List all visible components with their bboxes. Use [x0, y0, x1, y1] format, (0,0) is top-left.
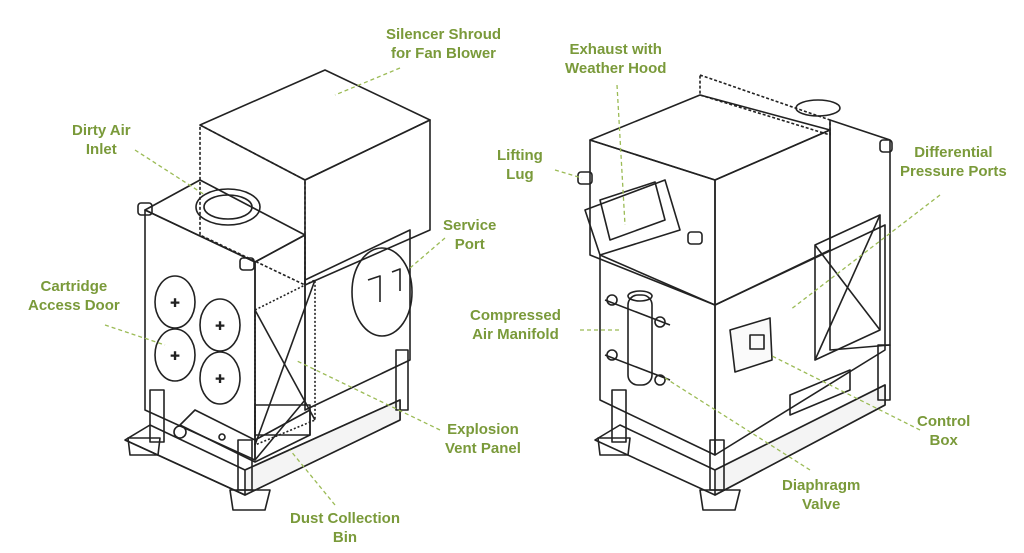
leader-exhaust: [616, 84, 626, 226]
left-side-cabinet: [304, 229, 413, 411]
leader-dirty-air: [134, 149, 206, 196]
label-differential-pressure-ports: Differential Pressure Ports: [900, 144, 1007, 180]
label-service-port: Service Port: [443, 217, 497, 253]
label-dirty-air-inlet: Dirty Air Inlet: [72, 122, 131, 158]
label-cartridge-access-door: Cartridge Access Door: [28, 278, 120, 314]
leader-dust-bin: [289, 449, 336, 506]
label-control-box: Control Box: [917, 413, 971, 449]
label-silencer-shroud: Silencer Shroud for Fan Blower: [386, 26, 502, 62]
label-compressed-air-manifold: Compressed Air Manifold: [470, 307, 561, 343]
svg-text:✚: ✚: [215, 372, 225, 386]
leader-explosion: [294, 359, 441, 431]
svg-text:✚: ✚: [215, 319, 225, 333]
leader-diaphragm: [664, 377, 811, 471]
silencer-shroud: [199, 69, 431, 286]
cartridge-doors: ✚ ✚ ✚ ✚: [154, 275, 241, 405]
label-dust-collection-bin: Dust Collection Bin: [290, 510, 401, 546]
leader-differential: [789, 194, 941, 311]
leader-cartridge: [104, 324, 166, 346]
svg-text:✚: ✚: [170, 349, 180, 363]
leader-silencer: [334, 67, 401, 96]
leader-control-box: [769, 354, 921, 431]
label-explosion-vent-panel: Explosion Vent Panel: [445, 421, 521, 457]
right-base-frame: [594, 384, 886, 511]
control-box-drawing: [729, 317, 773, 373]
svg-text:✚: ✚: [170, 296, 180, 310]
right-back-cabinet: [829, 119, 893, 351]
leader-lifting: [554, 169, 583, 179]
label-diaphragm-valve: Diaphragm Valve: [782, 477, 861, 513]
label-exhaust-weather-hood: Exhaust with Weather Hood: [565, 41, 667, 77]
explosion-vent-panel: [254, 279, 316, 446]
label-lifting-lug: Lifting Lug: [497, 147, 543, 183]
right-bottom-drawer: [789, 369, 851, 416]
left-legs: [149, 349, 409, 491]
leader-service-port: [409, 237, 446, 269]
air-manifold-drawing: [604, 290, 671, 386]
right-vent-panel: [814, 214, 881, 361]
